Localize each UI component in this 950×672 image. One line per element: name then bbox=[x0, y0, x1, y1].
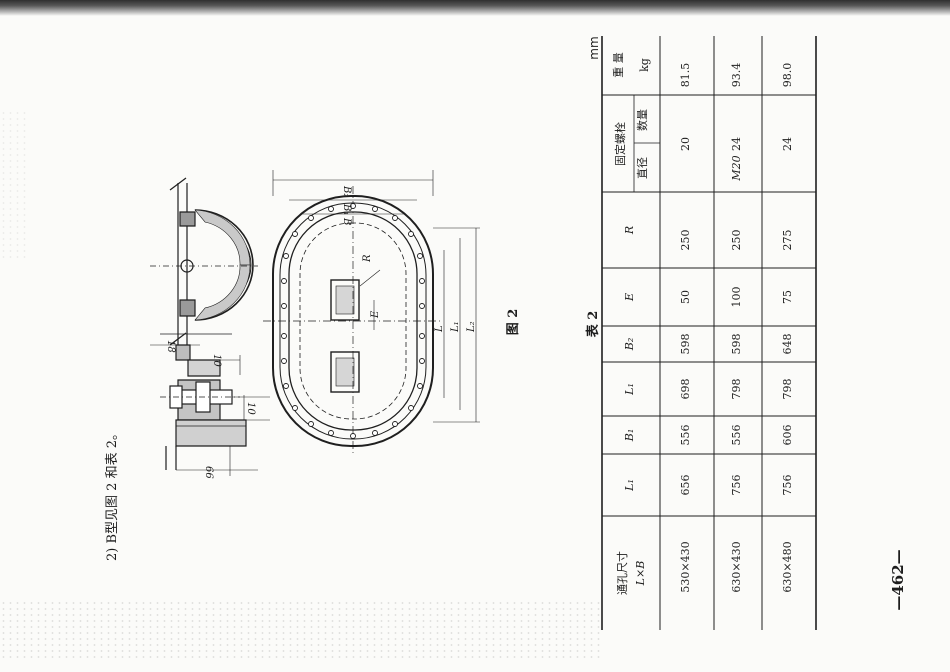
table-cell-L1: 756 bbox=[781, 474, 794, 496]
figure-caption: 图 2 bbox=[506, 308, 521, 336]
dim-label-B: B bbox=[341, 217, 352, 225]
scan-noise-left bbox=[0, 110, 30, 260]
table-unit: mm bbox=[587, 36, 601, 60]
header-weight-unit: kg bbox=[638, 58, 651, 72]
scan-noise-bottom bbox=[0, 600, 600, 660]
table-cell-size: 630×430 bbox=[730, 541, 743, 593]
table-lines bbox=[601, 36, 817, 630]
dim-label-E: E bbox=[370, 310, 381, 319]
table-cell-qty: 20 bbox=[679, 137, 692, 151]
table-cell-size: 530×430 bbox=[679, 541, 692, 593]
header-B2: B₂ bbox=[623, 337, 636, 351]
header-bolt-diameter: 直径 bbox=[636, 157, 649, 179]
page-number: —462— bbox=[889, 549, 907, 611]
table-caption: 表 2 bbox=[586, 310, 601, 338]
section-view bbox=[150, 177, 258, 346]
table-cell-weight: 93.4 bbox=[730, 62, 743, 88]
scan-top-edge bbox=[0, 0, 950, 16]
header-B1: B₁ bbox=[623, 428, 636, 442]
table-cell-weight: 81.5 bbox=[679, 62, 692, 88]
header-L1: L₁ bbox=[623, 479, 636, 491]
table-cell-qty: 24 bbox=[730, 137, 743, 151]
table-cell-qty: 24 bbox=[781, 137, 794, 151]
dim-label-66: 66 bbox=[203, 466, 214, 479]
table-cell-B2: 598 bbox=[730, 333, 743, 355]
table-cell-E: 75 bbox=[781, 290, 794, 304]
table-cell-R: 250 bbox=[730, 229, 743, 251]
plan-view bbox=[263, 170, 480, 456]
dim-label-10b: 10 bbox=[245, 402, 256, 415]
header-size-label: 通孔尺寸 bbox=[616, 551, 629, 595]
dim-label-L: L bbox=[434, 325, 445, 333]
table-cell-E: 50 bbox=[679, 290, 692, 304]
dim-label-B2: B₂ bbox=[341, 185, 352, 197]
flange-bolt-detail bbox=[150, 344, 270, 476]
table-cell-B2: 648 bbox=[781, 333, 794, 355]
table-cell-L1: 656 bbox=[679, 474, 692, 496]
header-bolt-quantity: 数量 bbox=[636, 109, 649, 131]
dim-label-L2: L₂ bbox=[466, 321, 477, 333]
table-cell-R: 250 bbox=[679, 229, 692, 251]
table-cell-weight: 98.0 bbox=[781, 62, 794, 88]
table-cell-L1b: 798 bbox=[781, 378, 794, 400]
table-cell-B1: 556 bbox=[730, 424, 743, 446]
header-L1b: L₁ bbox=[623, 383, 636, 395]
header-E: E bbox=[623, 292, 636, 302]
header-weight: 重 量 bbox=[612, 52, 625, 78]
table-cell-L1b: 698 bbox=[679, 378, 692, 400]
table-cell-E: 100 bbox=[730, 286, 743, 308]
dim-label-L1: L₁ bbox=[450, 321, 461, 333]
header-R: R bbox=[623, 225, 636, 235]
table-cell-R: 275 bbox=[781, 229, 794, 251]
bolt-holes bbox=[281, 203, 425, 439]
dim-label-B1: B₁ bbox=[341, 203, 352, 215]
table-cell-L1: 756 bbox=[730, 474, 743, 496]
header-bolt: 固定螺栓 bbox=[614, 122, 627, 166]
table-cell-L1b: 798 bbox=[730, 378, 743, 400]
dim-label-10a: 10 bbox=[211, 354, 222, 367]
table-cell-B2: 598 bbox=[679, 333, 692, 355]
table-cell-B1: 556 bbox=[679, 424, 692, 446]
table-cell-B1: 606 bbox=[781, 424, 794, 446]
header-size-formula: L×B bbox=[634, 560, 647, 586]
dim-label-R: R bbox=[362, 254, 373, 263]
table-cell-size: 630×480 bbox=[781, 541, 794, 593]
dim-label-18: 18 bbox=[165, 340, 176, 353]
